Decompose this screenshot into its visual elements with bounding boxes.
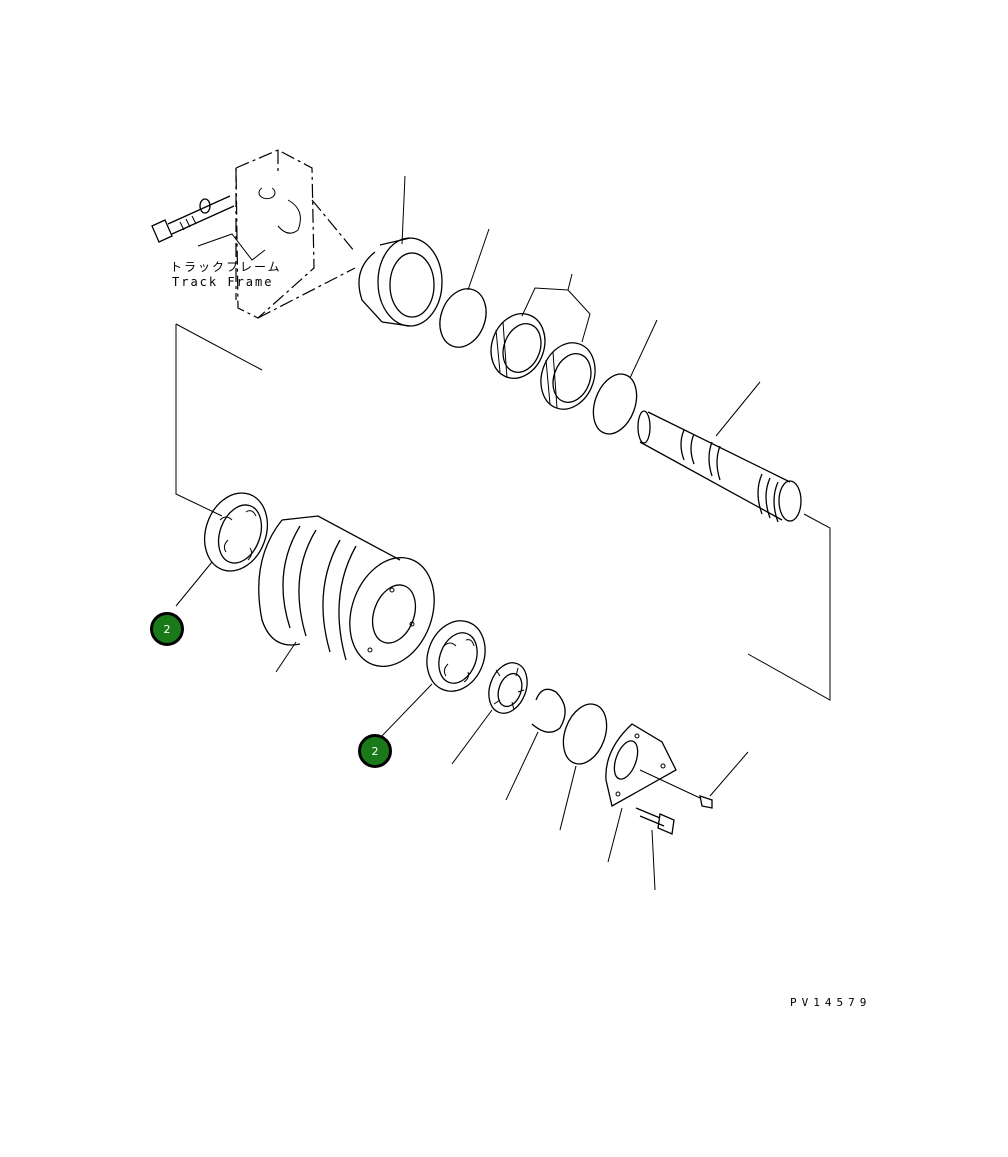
bearing-right	[426, 620, 486, 692]
leader-line	[651, 829, 656, 891]
callout-badge: 2	[150, 612, 184, 646]
seal-housing	[358, 237, 443, 327]
callout-number: 2	[163, 622, 171, 636]
leader-line	[175, 561, 213, 607]
bearing-left	[204, 492, 268, 572]
leader-line	[709, 751, 749, 797]
frame-washer	[199, 198, 211, 214]
callout-badge: 2	[358, 734, 392, 768]
leader-line	[629, 319, 658, 379]
leader-line	[379, 683, 433, 739]
cover-plate	[605, 723, 677, 807]
o-ring-1	[439, 288, 487, 348]
bracket-right	[747, 513, 831, 701]
track-frame	[235, 149, 356, 319]
frame-bolt	[151, 195, 235, 243]
cover-bolt	[635, 807, 675, 835]
plug-screw	[639, 769, 713, 809]
drawing-number: PV14579	[790, 996, 872, 1009]
o-ring-3	[562, 703, 608, 765]
snap-ring	[531, 688, 566, 733]
shaft	[637, 410, 802, 523]
track-frame-label-en: Track Frame	[172, 275, 274, 289]
leader-line	[451, 709, 493, 765]
leader-line	[467, 228, 490, 291]
roller	[258, 515, 435, 668]
leader-line	[607, 807, 623, 863]
leader-line	[401, 175, 406, 245]
lock-nut	[488, 662, 528, 714]
floating-seal-2	[540, 342, 596, 410]
track-frame-label-jp: トラックフレーム	[170, 260, 282, 274]
floating-seal-1	[490, 313, 546, 379]
leader-line	[275, 641, 297, 673]
leader-line	[505, 731, 539, 801]
leader-line	[521, 273, 591, 343]
o-ring-2	[592, 373, 638, 435]
leader-line	[559, 765, 577, 831]
leader-line	[715, 381, 761, 437]
callout-number: 2	[371, 744, 379, 758]
bracket-left	[175, 323, 263, 517]
